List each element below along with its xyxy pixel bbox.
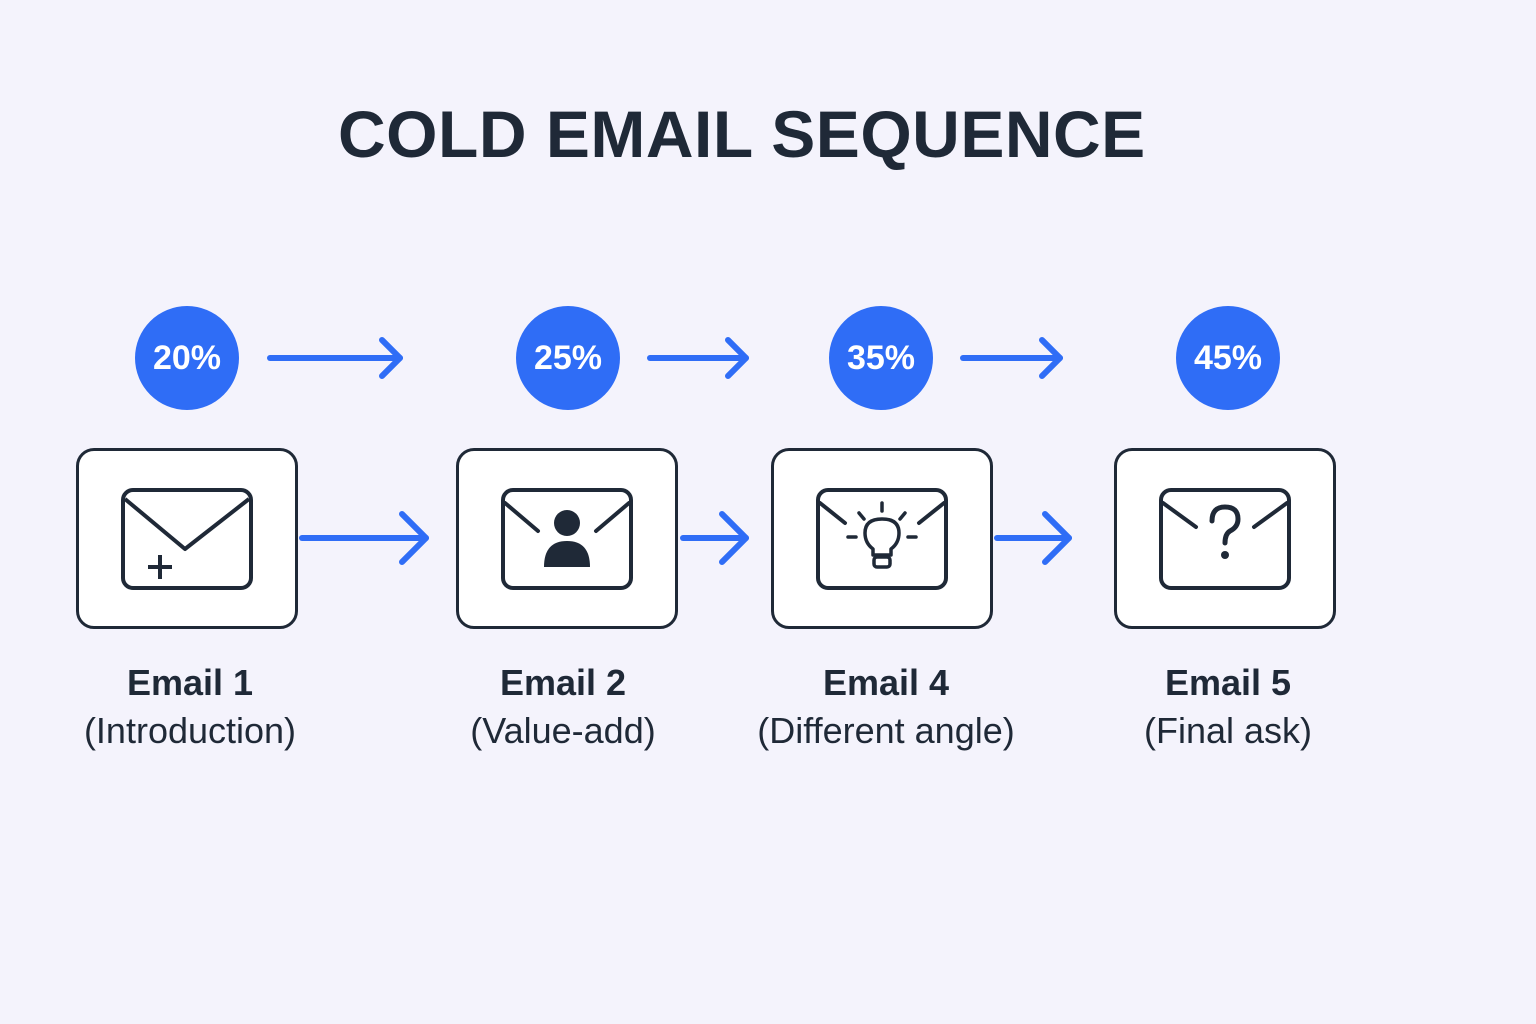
email-card-4 xyxy=(1114,448,1336,629)
arrow-right-icon xyxy=(680,511,749,565)
email-card-3 xyxy=(771,448,993,629)
open-rate-badge-4: 45% xyxy=(1176,306,1280,410)
envelope-question-icon xyxy=(1159,487,1291,590)
envelope-lightbulb-icon xyxy=(816,487,948,590)
step-name: Email 5 xyxy=(1164,662,1292,703)
arrow-right-icon xyxy=(994,511,1072,565)
step-label-3: Email 4 (Different angle) xyxy=(726,660,1046,756)
step-label-1: Email 1 (Introduction) xyxy=(30,660,350,756)
arrow-right-icon xyxy=(267,337,403,379)
arrow-right-icon xyxy=(647,337,749,379)
diagram-title: COLD EMAIL SEQUENCE xyxy=(338,97,1146,171)
open-rate-badge-1: 20% xyxy=(135,306,239,410)
step-name: Email 2 xyxy=(499,662,627,703)
email-card-1 xyxy=(76,448,298,629)
step-name: Email 1 xyxy=(126,662,254,703)
step-subtitle: (Value-add) xyxy=(470,710,656,751)
open-rate-badge-2: 25% xyxy=(516,306,620,410)
email-card-2 xyxy=(456,448,678,629)
step-label-2: Email 2 (Value-add) xyxy=(403,660,723,756)
arrow-right-icon xyxy=(299,511,429,565)
step-label-4: Email 5 (Final ask) xyxy=(1068,660,1388,756)
step-name: Email 4 xyxy=(822,662,950,703)
envelope-person-icon xyxy=(501,487,633,590)
envelope-plus-icon xyxy=(121,487,253,590)
step-subtitle: (Different angle) xyxy=(757,710,1015,751)
step-subtitle: (Final ask) xyxy=(1143,710,1313,751)
arrow-right-icon xyxy=(960,337,1063,379)
step-subtitle: (Introduction) xyxy=(83,710,297,751)
open-rate-badge-3: 35% xyxy=(829,306,933,410)
